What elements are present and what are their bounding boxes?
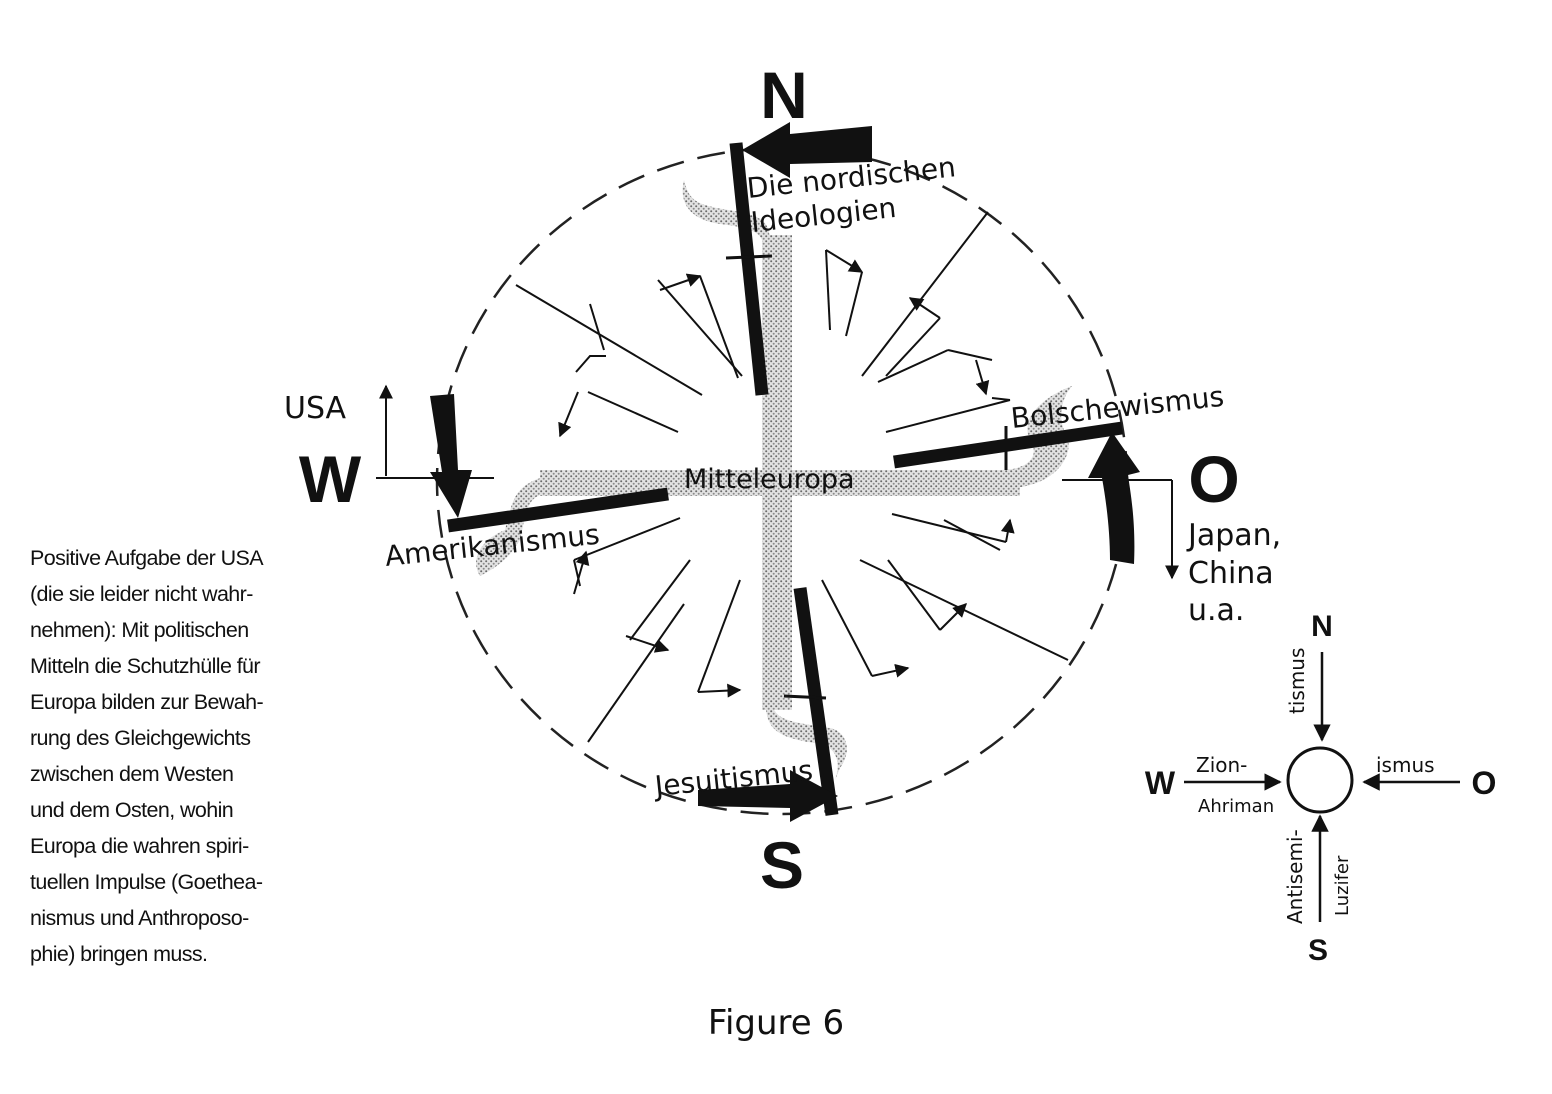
mini-east: O (1472, 765, 1497, 801)
side-description: Positive Aufgabe der USA (die sie leider… (30, 540, 342, 972)
side-text-line: Europa bilden zur Bewah- (30, 690, 264, 714)
mini-ismus: ismus (1376, 753, 1435, 777)
mini-compass-circle (1286, 746, 1354, 814)
side-text-line: Positive Aufgabe der USA (30, 546, 264, 570)
side-text-line: zwischen dem Westen (30, 762, 234, 786)
label-usa: USA (284, 391, 347, 426)
mini-zion: Zion- (1196, 753, 1247, 777)
label-ua: u.a. (1188, 593, 1244, 628)
figure-caption: Figure 6 (707, 1003, 845, 1043)
east-thick-arrow (1088, 432, 1140, 564)
compass-east: O (1188, 442, 1239, 516)
south-thick-arrow (698, 770, 838, 822)
thick-arrows (430, 122, 1140, 822)
west-thick-arrow (430, 394, 472, 518)
mini-west: W (1145, 765, 1176, 801)
side-text-line: phie) bringen muss. (30, 942, 208, 966)
side-text-line: nehmen): Mit politischen (30, 618, 249, 642)
mini-south: S (1308, 934, 1328, 967)
mini-antisemi: Antisemi- (1283, 829, 1307, 924)
main-cross-bars (447, 142, 1123, 816)
mini-luzifer: Luzifer (1332, 855, 1353, 916)
label-mitteleuropa: Mitteleuropa (684, 464, 855, 495)
side-connectors (376, 384, 1179, 580)
compass-west: W (299, 442, 362, 516)
radial-spokes (515, 211, 1069, 743)
label-japan: Japan, (1186, 518, 1281, 553)
side-text-line: (die sie leider nicht wahr- (30, 582, 253, 606)
mini-north: N (1311, 610, 1333, 643)
side-text-line: Mitteln die Schutzhülle für (30, 654, 261, 678)
label-china: China (1188, 556, 1274, 591)
side-text-line: tuellen Impulse (Goethea- (30, 870, 263, 894)
side-text-line: Europa die wahren spiri- (30, 834, 249, 858)
north-thick-arrow (742, 122, 872, 178)
side-text-line: und dem Osten, wohin (30, 798, 234, 822)
mini-ahriman: Ahriman (1198, 796, 1274, 817)
mini-tismus: tismus (1285, 648, 1309, 714)
mitteleuropa-band (476, 180, 1072, 780)
side-text-line: rung des Gleichgewichts (30, 726, 251, 750)
compass-north: N (760, 58, 808, 132)
compass-south: S (760, 828, 804, 902)
mini-compass: N S W O Zion- Ahriman ismus tismus Antis… (1145, 610, 1497, 967)
side-text-line: nismus und Anthroposo- (30, 906, 249, 930)
